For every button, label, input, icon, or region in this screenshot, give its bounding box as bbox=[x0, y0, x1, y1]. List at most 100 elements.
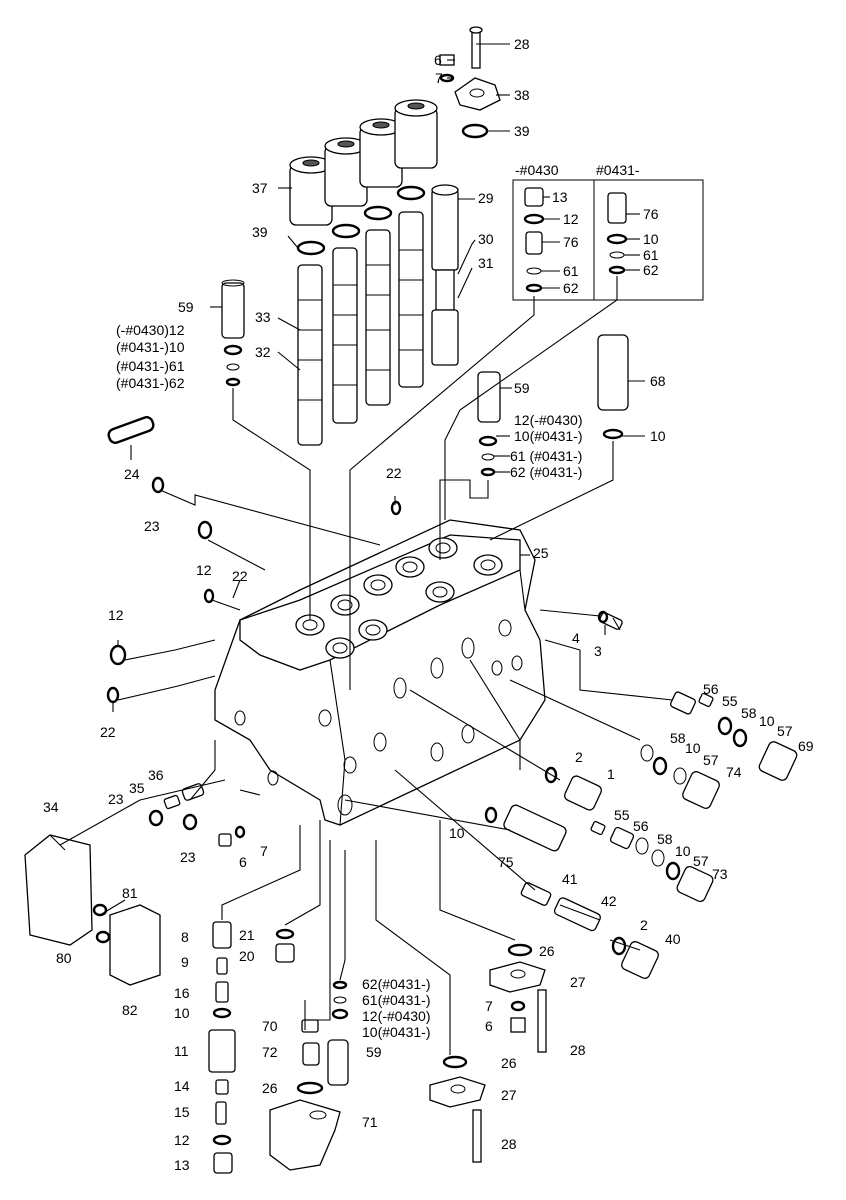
label-12-table: 12 bbox=[563, 211, 579, 227]
label-3: 3 bbox=[594, 643, 602, 659]
label-58-mid: 58 bbox=[670, 730, 686, 746]
label-10-right: 10 bbox=[650, 428, 666, 444]
label-cond-12: (-#0430)12 bbox=[116, 322, 185, 338]
label-26-left: 26 bbox=[262, 1080, 278, 1096]
label-22-upper: 22 bbox=[386, 465, 402, 481]
label-16: 16 bbox=[174, 985, 190, 1001]
label-26-right: 26 bbox=[539, 943, 555, 959]
label-10-bottom: 10(#0431-) bbox=[362, 1024, 431, 1040]
label-57-upper: 57 bbox=[777, 723, 793, 739]
left-fittings bbox=[148, 783, 246, 847]
label-76-table-right: 76 bbox=[643, 206, 659, 222]
left-seals bbox=[106, 416, 402, 704]
label-20: 20 bbox=[239, 948, 255, 964]
label-7-left: 7 bbox=[260, 843, 268, 859]
label-56-upper: 56 bbox=[703, 681, 719, 697]
valve-body bbox=[214, 519, 546, 826]
label-22-bottom-left: 22 bbox=[100, 724, 116, 740]
label-34: 34 bbox=[43, 799, 59, 815]
label-62-table-left: 62 bbox=[563, 280, 579, 296]
callout-labels: 28 6 7 38 39 37 29 39 30 31 13 12 76 61 … bbox=[43, 36, 814, 1173]
label-cond-61: (#0431-)61 bbox=[116, 358, 185, 374]
label-2-upper: 2 bbox=[575, 749, 583, 765]
spool-ports bbox=[295, 537, 503, 659]
header-code-right: #0431- bbox=[596, 162, 640, 178]
label-62-bottom: 62(#0431-) bbox=[362, 976, 431, 992]
label-6-left: 6 bbox=[239, 854, 247, 870]
label-1: 1 bbox=[607, 766, 615, 782]
label-28-mid: 28 bbox=[570, 1042, 586, 1058]
label-2-lower: 2 bbox=[640, 917, 648, 933]
leader-lines bbox=[59, 43, 673, 1055]
label-10-mid-right: 10 bbox=[685, 740, 701, 756]
label-81: 81 bbox=[122, 885, 138, 901]
header-code-left: -#0430 bbox=[515, 162, 559, 178]
label-30: 30 bbox=[478, 231, 494, 247]
label-76-table-left: 76 bbox=[563, 234, 579, 250]
label-8: 8 bbox=[181, 929, 189, 945]
label-27-bottom: 27 bbox=[501, 1087, 517, 1103]
spool-29 bbox=[431, 184, 459, 366]
label-23-upper: 23 bbox=[144, 518, 160, 534]
label-28-bottom: 28 bbox=[501, 1136, 517, 1152]
label-59-left: 59 bbox=[178, 299, 194, 315]
label-26-bottom: 26 bbox=[501, 1055, 517, 1071]
relief-valves bbox=[221, 279, 629, 477]
label-11: 11 bbox=[174, 1043, 189, 1059]
label-68: 68 bbox=[650, 373, 666, 389]
label-74: 74 bbox=[726, 764, 742, 780]
label-75: 75 bbox=[498, 854, 514, 870]
label-4: 4 bbox=[572, 630, 580, 646]
label-7-top: 7 bbox=[435, 70, 443, 86]
label-7-bottom: 7 bbox=[485, 998, 493, 1014]
label-10-bottom-left: 10 bbox=[174, 1005, 190, 1021]
blocks-34-82 bbox=[24, 834, 161, 986]
label-82: 82 bbox=[122, 1002, 138, 1018]
label-40: 40 bbox=[665, 931, 681, 947]
solenoid-valves bbox=[289, 99, 438, 226]
label-33: 33 bbox=[255, 309, 271, 325]
bottom-middle-parts bbox=[269, 928, 349, 1171]
label-10-table: 10 bbox=[643, 231, 659, 247]
covers-27 bbox=[429, 961, 547, 1163]
label-61-table-right: 61 bbox=[643, 247, 659, 263]
label-14: 14 bbox=[174, 1078, 190, 1094]
right-parts bbox=[442, 610, 798, 1069]
label-71: 71 bbox=[362, 1114, 378, 1130]
label-25: 25 bbox=[533, 545, 549, 561]
label-24: 24 bbox=[124, 466, 140, 482]
solenoid-4 bbox=[394, 99, 438, 169]
label-12-far-left: 12 bbox=[108, 607, 124, 623]
label-61-table-left: 61 bbox=[563, 263, 579, 279]
label-23-lower: 23 bbox=[180, 849, 196, 865]
label-15: 15 bbox=[174, 1104, 190, 1120]
label-61-bottom: 61(#0431-) bbox=[362, 992, 431, 1008]
label-21: 21 bbox=[239, 927, 255, 943]
label-12-bottom: 12(-#0430) bbox=[362, 1008, 431, 1024]
label-9: 9 bbox=[181, 954, 189, 970]
label-38: 38 bbox=[514, 87, 530, 103]
label-10-lower-right: 10 bbox=[675, 843, 691, 859]
label-31: 31 bbox=[478, 255, 494, 271]
label-32: 32 bbox=[255, 344, 271, 360]
variant-reference-table: -#0430 #0431- bbox=[512, 162, 704, 301]
label-62-table-right: 62 bbox=[643, 262, 659, 278]
label-70: 70 bbox=[262, 1018, 278, 1034]
label-12-cond-right: 12(-#0430) bbox=[514, 412, 583, 428]
label-62-cond-right: 62 (#0431-) bbox=[510, 464, 582, 480]
label-57-mid: 57 bbox=[703, 752, 719, 768]
label-39: 39 bbox=[252, 224, 268, 240]
label-55-upper: 55 bbox=[722, 693, 738, 709]
spools bbox=[297, 211, 424, 446]
label-36: 36 bbox=[148, 767, 164, 783]
label-23-mid: 23 bbox=[108, 791, 124, 807]
label-cond-62: (#0431-)62 bbox=[116, 375, 185, 391]
label-6-top: 6 bbox=[434, 52, 442, 68]
solenoid-2 bbox=[324, 137, 368, 207]
label-12-bottom-left: 12 bbox=[174, 1132, 190, 1148]
orings-39 bbox=[296, 185, 426, 256]
label-10-center: 10 bbox=[449, 825, 465, 841]
label-56-lower: 56 bbox=[633, 818, 649, 834]
label-13-table: 13 bbox=[552, 189, 568, 205]
